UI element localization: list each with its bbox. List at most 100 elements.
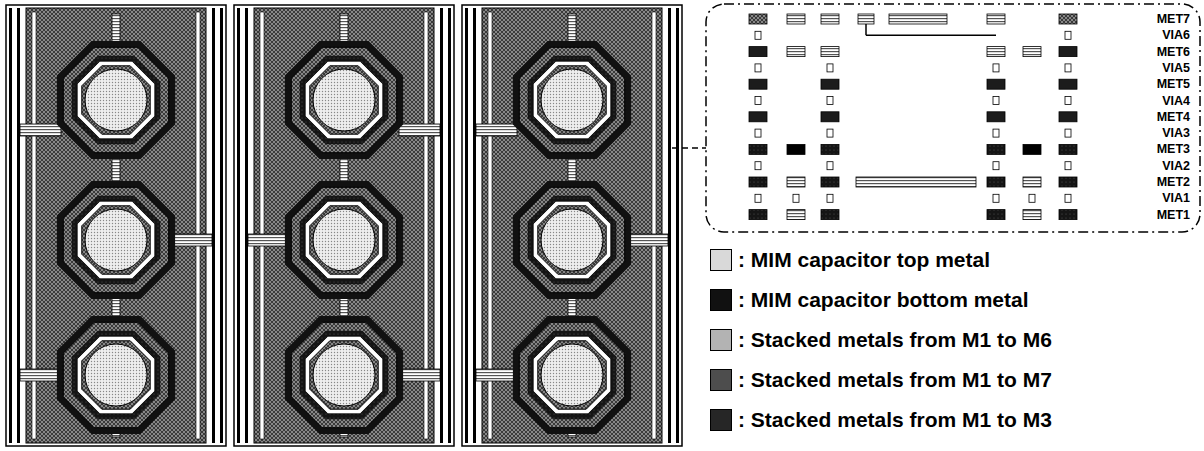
- metal-block: [987, 47, 1005, 57]
- via: [755, 162, 761, 170]
- layer-label: VIA4: [1150, 94, 1190, 108]
- bottom-metal: [72, 331, 161, 420]
- guard-ring: [513, 316, 631, 434]
- metal-block: [749, 112, 767, 122]
- side-rail: [245, 8, 248, 443]
- layer-label: MET2: [1150, 175, 1190, 189]
- metal-block: [821, 47, 839, 57]
- legend-swatch: [710, 409, 732, 431]
- top-metal: [85, 344, 147, 406]
- metal-block: [1059, 210, 1077, 220]
- layer-label: MET5: [1150, 77, 1190, 91]
- via: [755, 97, 761, 105]
- side-stub: [399, 124, 440, 136]
- capacitor-panel: [462, 5, 682, 446]
- via: [827, 194, 833, 202]
- via: [827, 129, 833, 137]
- spacing-ring: [77, 201, 155, 279]
- metal-block: [749, 210, 767, 220]
- side-rail: [220, 8, 223, 443]
- via: [827, 162, 833, 170]
- bottom-metal: [528, 331, 617, 420]
- inner-rail: [652, 12, 656, 439]
- side-stub: [171, 234, 212, 246]
- legend-text: : Stacked metals from M1 to M7: [738, 368, 1052, 392]
- side-stub: [20, 124, 61, 136]
- via: [1029, 194, 1035, 202]
- via: [993, 194, 999, 202]
- bottom-metal-core: [538, 341, 606, 409]
- metal-block: [1023, 210, 1041, 220]
- metal-block: [987, 112, 1005, 122]
- inner-rail: [260, 12, 264, 439]
- panel-ground: [6, 5, 226, 446]
- metal-block: [987, 177, 1005, 187]
- legend-text: : MIM capacitor top metal: [738, 248, 990, 272]
- via: [793, 194, 799, 202]
- metal-block: [787, 144, 805, 154]
- guard-ring-inner: [63, 322, 168, 427]
- via: [993, 97, 999, 105]
- side-stub: [627, 234, 668, 246]
- bottom-metal: [528, 196, 617, 285]
- side-stub: [20, 369, 61, 381]
- top-metal: [541, 209, 603, 271]
- via: [827, 64, 833, 72]
- guard-ring: [513, 41, 631, 159]
- metal-block: [787, 177, 805, 187]
- spacing-ring: [533, 201, 611, 279]
- layer-label: VIA6: [1150, 28, 1190, 42]
- metal-block: [821, 144, 839, 154]
- side-stub: [399, 369, 440, 381]
- side-rail: [676, 8, 679, 443]
- metal-block: [858, 14, 874, 24]
- side-stub: [248, 234, 289, 246]
- bottom-metal-core: [82, 206, 150, 274]
- bottom-metal-core: [82, 66, 150, 134]
- side-rail: [237, 8, 240, 443]
- guard-ring-inner: [63, 187, 168, 292]
- legend-text: : Stacked metals from M1 to M6: [738, 328, 1052, 352]
- legend-row: : MIM capacitor bottom metal: [710, 288, 1029, 312]
- bottom-metal-core: [538, 66, 606, 134]
- top-connection: [866, 35, 996, 37]
- metal-block: [821, 79, 839, 89]
- bottom-metal-core: [82, 341, 150, 409]
- spacing-ring: [533, 61, 611, 139]
- bottom-metal: [72, 56, 161, 145]
- via: [755, 129, 761, 137]
- spacing-ring: [305, 201, 383, 279]
- side-rail: [17, 8, 20, 443]
- metal-block: [749, 144, 767, 154]
- side-rail: [473, 8, 476, 443]
- metal-block: [821, 210, 839, 220]
- side-rail: [668, 8, 671, 443]
- metal-block: [749, 177, 767, 187]
- guard-ring-inner: [519, 47, 624, 152]
- layer-label: VIA5: [1150, 61, 1190, 75]
- via: [827, 97, 833, 105]
- side-rail: [9, 8, 12, 443]
- metal-block: [821, 177, 839, 187]
- layer-label: MET3: [1150, 142, 1190, 156]
- legend-swatch: [710, 289, 732, 311]
- spacing-ring: [305, 336, 383, 414]
- layer-label: MET7: [1150, 12, 1190, 26]
- guard-ring-inner: [519, 187, 624, 292]
- metal-block: [821, 112, 839, 122]
- guard-ring-inner: [291, 322, 396, 427]
- metal-block: [1023, 177, 1041, 187]
- top-via-link: [865, 24, 867, 35]
- metal-block: [1059, 112, 1077, 122]
- legend-row: : Stacked metals from M1 to M7: [710, 368, 1052, 392]
- side-rail: [465, 8, 468, 443]
- legend-row: : MIM capacitor top metal: [710, 248, 990, 272]
- via: [993, 162, 999, 170]
- layer-label: VIA3: [1150, 126, 1190, 140]
- metal-block: [1059, 79, 1077, 89]
- metal-block: [821, 14, 839, 24]
- metal-block: [787, 210, 805, 220]
- capacitor-panel: [234, 5, 454, 446]
- via: [993, 129, 999, 137]
- legend-swatch: [710, 369, 732, 391]
